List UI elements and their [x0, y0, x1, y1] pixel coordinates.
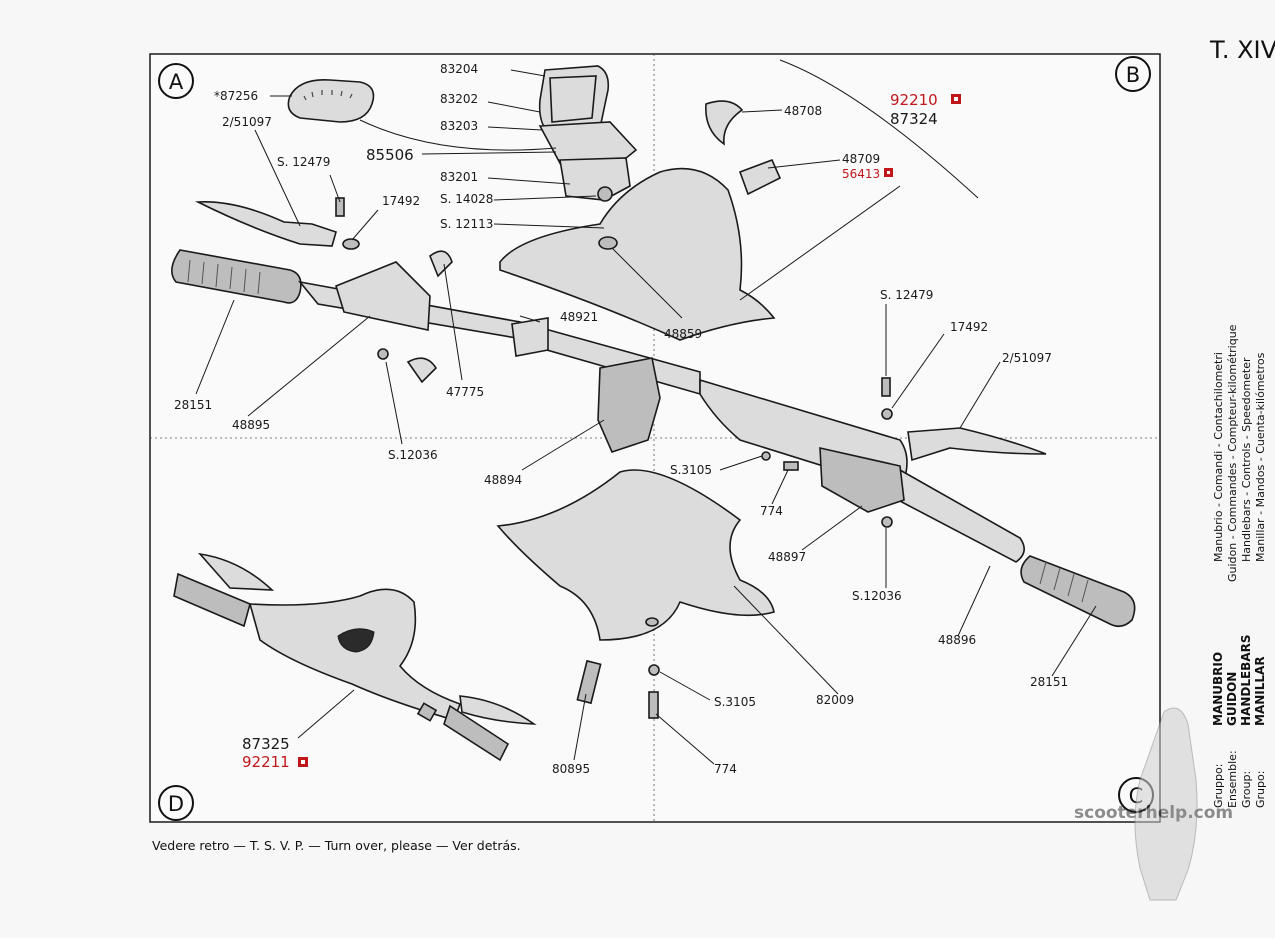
label-s12036-left: S.12036 — [388, 448, 438, 462]
side-desc-en: Handlebars - Controls - Speedometer — [1240, 357, 1253, 562]
label-92210: 92210 — [890, 91, 938, 109]
label-17492-left: 17492 — [382, 194, 420, 208]
label-48895: 48895 — [232, 418, 270, 432]
group-description-column: Manubrio - Comandi - Contachilometri Gui… — [1211, 324, 1267, 808]
label-s12036-right: S.12036 — [852, 589, 902, 603]
label-80895: 80895 — [552, 762, 590, 776]
label-82009: 82009 — [816, 693, 854, 707]
label-48894: 48894 — [484, 473, 522, 487]
label-s14028: S. 14028 — [440, 192, 493, 206]
side-desc-fr: Guidon - Commandes - Compteur-kilométriq… — [1226, 324, 1239, 582]
label-s12479-left: S. 12479 — [277, 155, 330, 169]
brake-lever-right-drawing — [881, 377, 1047, 462]
switch-housing-drawing — [819, 446, 905, 513]
svg-text:D: D — [168, 792, 184, 816]
left-grip-drawing — [171, 249, 302, 304]
label-47775: 47775 — [446, 385, 484, 399]
label-s3105-top: S.3105 — [670, 463, 712, 477]
label-83202: 83202 — [440, 92, 478, 106]
label-48708: 48708 — [784, 104, 822, 118]
side-prefix-en: Group: — [1240, 771, 1253, 808]
headset-top-drawing — [499, 167, 776, 341]
label-48897: 48897 — [768, 550, 806, 564]
label-28151-right: 28151 — [1030, 675, 1068, 689]
plate-title: T. XIV — [1209, 36, 1275, 64]
label-83203: 83203 — [440, 119, 478, 133]
side-group-fr: GUIDON — [1225, 672, 1239, 726]
label-17492-right: 17492 — [950, 320, 988, 334]
label-87325: 87325 — [242, 735, 290, 753]
scooterhelp-watermark: scooterhelp.com — [1074, 707, 1233, 901]
speedometer-bezel-drawing — [538, 65, 638, 202]
brake-lever-left-drawing — [194, 201, 337, 247]
side-prefix-es: Grupo: — [1254, 771, 1267, 808]
section-marker-a: A — [158, 63, 194, 99]
label-s12479-right: S. 12479 — [880, 288, 933, 302]
footer-note: Vedere retro — T. S. V. P. — Turn over, … — [152, 838, 521, 853]
new-part-marker-56413-dot — [887, 171, 890, 174]
label-48859: 48859 — [664, 327, 702, 341]
section-marker-d: D — [158, 785, 194, 821]
headset-bottom-drawing — [496, 469, 775, 641]
label-2-51097-right: 2/51097 — [1002, 351, 1052, 365]
label-48709: 48709 — [842, 152, 880, 166]
svg-text:A: A — [169, 70, 184, 94]
svg-text:B: B — [1126, 63, 1140, 87]
side-desc-it: Manubrio - Comandi - Contachilometri — [1212, 352, 1225, 562]
side-group-it: MANUBRIO — [1211, 652, 1225, 726]
label-87256: *87256 — [214, 89, 258, 103]
label-s3105-bottom: S.3105 — [714, 695, 756, 709]
label-s12113: S. 12113 — [440, 217, 493, 231]
speedometer-face-drawing — [287, 79, 375, 123]
new-part-marker-92211-dot — [301, 760, 305, 764]
label-85506: 85506 — [366, 146, 414, 164]
bolt-80895-drawing — [576, 659, 660, 719]
label-48921: 48921 — [560, 310, 598, 324]
label-83204: 83204 — [440, 62, 478, 76]
label-92211: 92211 — [242, 753, 290, 771]
screw-a-drawing — [335, 197, 389, 360]
right-grip-drawing — [1020, 555, 1136, 628]
label-28151-left: 28151 — [174, 398, 212, 412]
side-group-es: MANILLAR — [1253, 656, 1267, 726]
new-part-marker-92210-dot — [954, 97, 958, 101]
label-2-51097-left: 2/51097 — [222, 115, 272, 129]
label-87324: 87324 — [890, 110, 938, 128]
side-group-en: HANDLEBARS — [1239, 635, 1253, 727]
center-clamp-drawing — [511, 317, 661, 453]
label-83201: 83201 — [440, 170, 478, 184]
watermark-text: scooterhelp.com — [1074, 803, 1233, 823]
clip-48708-drawing — [705, 100, 744, 146]
side-desc-es: Manillar - Mandos - Cuenta-kilómetros — [1254, 352, 1267, 562]
label-774-bottom: 774 — [714, 762, 737, 776]
side-prefix-fr: Ensemble: — [1226, 750, 1239, 808]
label-56413: 56413 — [842, 167, 880, 181]
label-774-top: 774 — [760, 504, 783, 518]
clip-drawing — [406, 250, 453, 384]
side-prefix-it: Gruppo: — [1212, 764, 1225, 808]
assembled-handlebar-drawing — [173, 552, 537, 762]
leader-lines — [195, 59, 1097, 765]
section-marker-b: B — [1115, 56, 1151, 92]
bracket-48709-drawing — [738, 158, 782, 196]
label-48896: 48896 — [938, 633, 976, 647]
